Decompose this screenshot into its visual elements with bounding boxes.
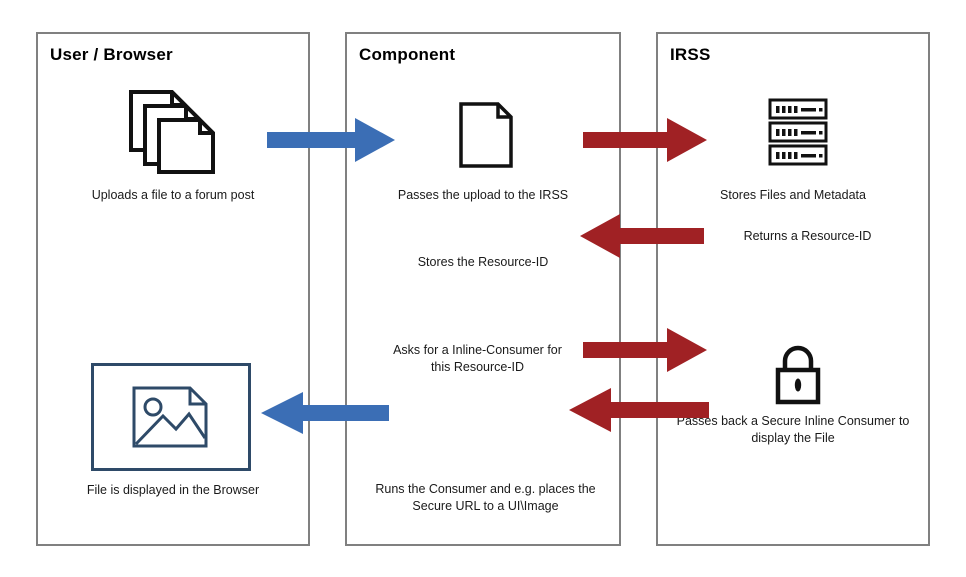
caption-asks-for-consumer: Asks for a Inline-Consumer for this Reso… [393,343,562,374]
arrow-display-in-browser [261,392,389,434]
lane-irss [656,32,930,546]
lane-title-user-browser: User / Browser [50,45,173,64]
document-icon [458,101,514,169]
stacked-files-icon [128,88,220,176]
arrow-component-to-irss [583,118,707,162]
lock-icon [771,344,825,406]
caption-file-displayed: File is displayed in the Browser [86,483,260,497]
arrow-upload-to-component [267,118,395,162]
arrow-return-consumer [569,388,709,432]
caption-stores-resource-id: Stores the Resource-ID [417,255,549,269]
lane-component [345,32,621,546]
lane-title-component: Component [359,45,456,64]
caption-stores-files: Stores Files and Metadata [720,188,866,202]
caption-returns-resource-id: Returns a Resource-ID [743,229,872,243]
caption-passes-upload: Passes the upload to the IRSS [397,188,569,202]
server-rack-icon [767,97,829,169]
caption-passes-back-consumer: Passes back a Secure Inline Consumer to … [676,414,910,445]
lane-user-browser [36,32,310,546]
image-placeholder-icon [132,386,210,448]
arrow-irss-resource-id [580,214,704,258]
lane-title-irss: IRSS [670,45,711,64]
caption-runs-consumer: Runs the Consumer and e.g. places the Se… [375,482,596,513]
caption-uploads-file: Uploads a file to a forum post [91,188,255,202]
arrow-ask-consumer [583,328,707,372]
browser-window-frame [91,363,251,471]
